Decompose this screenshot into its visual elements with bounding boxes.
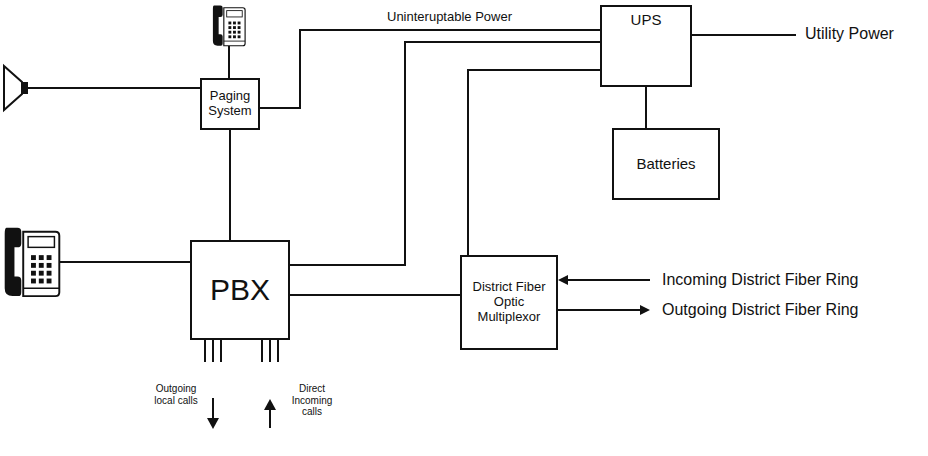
speaker-horn xyxy=(4,66,22,110)
call-arrow xyxy=(269,408,271,428)
call-direction-label: Outgoing local calls xyxy=(150,383,202,406)
ups-box: UPS xyxy=(600,5,692,87)
fiber-line xyxy=(566,279,650,281)
multiplexor-box: District Fiber Optic Multiplexor xyxy=(460,255,558,350)
connector-label: Uninteruptable Power xyxy=(387,10,512,25)
telephone-icon xyxy=(5,228,60,296)
speaker-driver xyxy=(22,82,28,94)
power-connector xyxy=(290,42,600,265)
box-text: Batteries xyxy=(636,155,695,172)
paging-box: Paging System xyxy=(200,78,260,130)
utility-wire xyxy=(692,34,796,36)
fiber-ring-label: Outgoing District Fiber Ring xyxy=(662,301,859,319)
arrow-head xyxy=(558,275,568,285)
call-arrow xyxy=(212,398,214,420)
box-text: District Fiber Optic Multiplexor xyxy=(466,280,552,325)
box-text: Paging System xyxy=(206,89,254,119)
trunk-line xyxy=(277,340,279,362)
arrow-head xyxy=(264,399,276,410)
power-source-label: Utility Power xyxy=(805,25,894,43)
trunk-line xyxy=(212,340,214,362)
fiber-line xyxy=(558,309,642,311)
power-connector xyxy=(229,130,231,240)
trunk-line xyxy=(204,340,206,362)
power-connector xyxy=(468,70,600,255)
arrow-head xyxy=(640,305,650,315)
trunk-line xyxy=(261,340,263,362)
trunk-line xyxy=(220,340,222,362)
pbx-box: PBX xyxy=(190,240,290,340)
phone-wire xyxy=(228,46,230,78)
telephone-icon xyxy=(213,5,245,45)
power-connector xyxy=(290,294,460,296)
phone-wire xyxy=(60,261,190,263)
box-text: PBX xyxy=(210,273,270,308)
fiber-ring-label: Incoming District Fiber Ring xyxy=(662,271,859,289)
call-direction-label: Direct Incoming calls xyxy=(284,383,340,418)
power-connector xyxy=(645,87,647,128)
trunk-line xyxy=(269,340,271,362)
arrow-head xyxy=(207,418,219,429)
box-text: UPS xyxy=(631,11,662,28)
speaker-wire xyxy=(28,87,200,89)
battery-box: Batteries xyxy=(612,128,720,200)
